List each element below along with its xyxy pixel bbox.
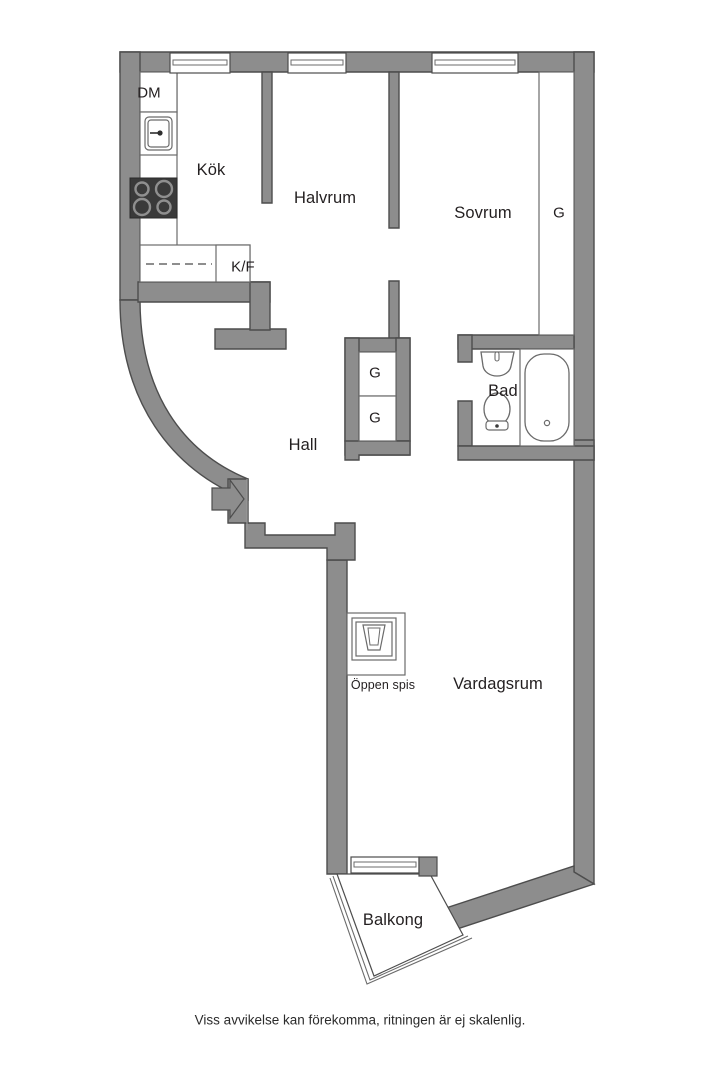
fixture-label-closet-sovrum: G xyxy=(553,204,565,222)
wall-structure xyxy=(119,51,596,929)
kitchen-sink-icon xyxy=(144,116,173,151)
balcony-door-jamb xyxy=(418,856,438,877)
room-label-balkong: Balkong xyxy=(362,910,424,929)
entrance-arrow-icon[interactable] xyxy=(211,478,245,520)
exterior-wall-vardagsrum-left xyxy=(326,559,348,875)
wall-kf-right xyxy=(249,281,271,331)
wall-halvrum-sovrum xyxy=(388,71,400,229)
wall-hall-closet-bottom xyxy=(344,440,411,461)
fixture-label-dishwasher: DM xyxy=(137,84,161,102)
room-label-kok: Kök xyxy=(196,160,226,179)
room-label-halvrum: Halvrum xyxy=(293,188,357,207)
room-label-bad: Bad xyxy=(488,381,518,400)
stove-icon xyxy=(129,177,178,219)
window-sovrum xyxy=(431,52,519,74)
balcony-outline xyxy=(329,873,473,985)
wall-hall-living-step xyxy=(244,522,356,561)
fireplace-icon xyxy=(351,617,397,661)
exterior-wall-right-upper xyxy=(573,51,595,461)
fixture-label-closet-hall-lower: G xyxy=(369,409,381,427)
wall-hall-top-stub xyxy=(214,328,287,350)
closet-sovrum-box xyxy=(538,71,575,336)
wall-bad-top xyxy=(457,334,575,350)
exterior-wall-right-lower xyxy=(573,439,595,886)
washbasin-icon xyxy=(480,351,515,377)
wall-hall-closet-right xyxy=(395,337,411,442)
wall-bad-bottom xyxy=(457,445,595,461)
window-kok xyxy=(169,52,231,74)
toilet-icon xyxy=(483,392,511,431)
bathtub-icon xyxy=(524,353,570,442)
wall-halvrum-lower xyxy=(388,280,400,346)
wall-bad-left-upper xyxy=(457,334,473,363)
room-label-hall: Hall xyxy=(288,435,318,454)
disclaimer-caption: Viss avvikelse kan förekomma, ritningen … xyxy=(194,1012,526,1028)
wall-kok-halvrum xyxy=(261,71,273,204)
window-halvrum xyxy=(287,52,347,74)
room-label-sovrum: Sovrum xyxy=(454,203,512,222)
closet-hall-lower-box xyxy=(358,395,397,442)
window-vardagsrum xyxy=(350,856,420,874)
fixture-label-fridge-freezer: K/F xyxy=(231,258,255,276)
fixture-label-fireplace: Öppen spis xyxy=(350,677,416,692)
wall-hall-closet-left xyxy=(344,337,360,456)
fridge-freezer-box xyxy=(215,244,251,283)
windows-group xyxy=(169,52,519,874)
fixture-label-closet-hall-upper: G xyxy=(369,364,381,382)
wall-bad-left-lower xyxy=(457,400,473,447)
exterior-wall-bottom-angled xyxy=(445,865,596,929)
room-label-vardagsrum: Vardagsrum xyxy=(453,674,543,693)
